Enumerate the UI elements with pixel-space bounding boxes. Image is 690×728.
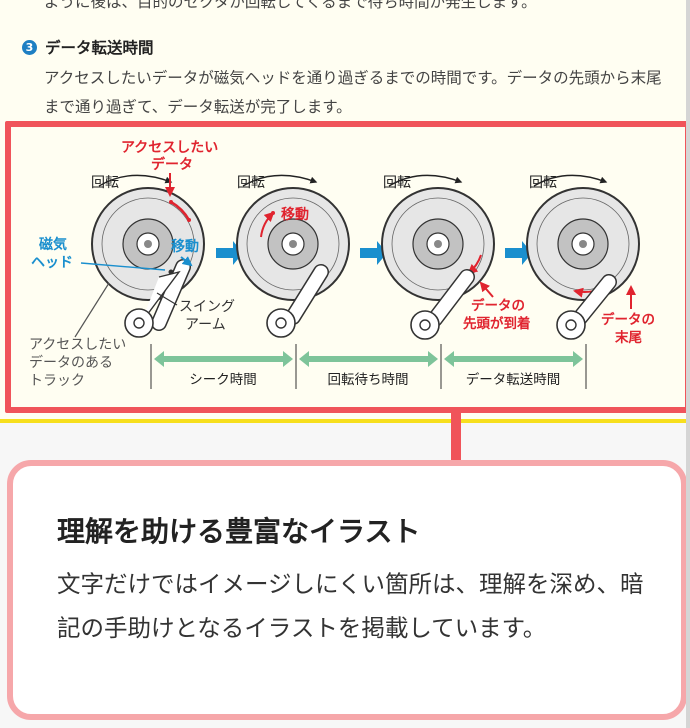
magnetic-head-label-line1: 磁気 <box>39 236 67 253</box>
swing-arm-label-line2: アーム <box>185 317 226 333</box>
section-number-badge: 3 <box>22 39 37 55</box>
move-label-2: 移動 <box>281 206 309 223</box>
data-head-label-line1: データの <box>471 297 525 314</box>
disk-3 <box>381 174 495 340</box>
disk-4 <box>526 174 640 340</box>
feature-callout: 理解を助ける豊富なイラスト 文字だけではイメージしにくい箇所は、理解を深め、暗記… <box>7 460 687 720</box>
hdd-illustration: 回転 アクセスしたい データ 移動 磁気 ヘッド スイング アーム アクセスした… <box>29 140 655 389</box>
section-title: データ転送時間 <box>45 39 154 57</box>
track-label-line3: トラック <box>29 373 85 389</box>
highlight-frame: 回転 アクセスしたい データ 移動 磁気 ヘッド スイング アーム アクセスした… <box>5 121 690 413</box>
flow-arrow-2 <box>360 241 387 265</box>
section-data-transfer: 3 データ転送時間 アクセスしたいデータが磁気ヘッドを通り過ぎるまでの時間です。… <box>22 36 682 122</box>
disk-2 <box>236 174 350 338</box>
data-head-label-line2: 先頭が到着 <box>463 315 531 332</box>
callout-connector <box>451 412 461 462</box>
rotation-label-4: 回転 <box>529 175 557 191</box>
data-tail-label-line1: データの <box>601 311 655 328</box>
access-data-label-line2: データ <box>151 156 193 173</box>
flow-arrow-3 <box>505 241 532 265</box>
section-heading: 3 データ転送時間 <box>22 36 682 58</box>
phase-timeline <box>150 344 587 389</box>
rotation-label-1: 回転 <box>91 175 119 191</box>
swing-arm-label-line1: スイング <box>179 299 235 315</box>
previous-section-text: ように後は、目的のセクタが回転してくるまで待ち時間が発生します。 <box>44 0 537 11</box>
track-label-line2: データのある <box>29 354 113 371</box>
phase-label-data-transfer: データ転送時間 <box>466 371 561 388</box>
magnetic-head-label-line2: ヘッド <box>31 255 73 271</box>
phase-label-rotational-wait: 回転待ち時間 <box>328 372 409 388</box>
section-body: アクセスしたいデータが磁気ヘッドを通り過ぎるまでの時間です。データの先頭から末尾… <box>44 69 662 116</box>
rotation-label-3: 回転 <box>383 175 411 191</box>
disk-1 <box>91 173 205 338</box>
callout-title: 理解を助ける豊富なイラスト <box>57 515 421 548</box>
phase-label-seek: シーク時間 <box>189 372 257 388</box>
right-edge-scrollbar[interactable] <box>686 0 690 728</box>
rotation-label-2: 回転 <box>237 175 265 191</box>
track-label-line1: アクセスしたい <box>29 337 126 353</box>
access-data-label-line1: アクセスしたい <box>121 140 218 156</box>
move-label-1: 移動 <box>171 238 199 255</box>
callout-body: 文字だけではイメージしにくい箇所は、理解を深め、暗記の手助けとなるイラストを掲載… <box>57 570 644 642</box>
yellow-divider <box>0 419 690 423</box>
data-tail-label-line2: 末尾 <box>615 329 643 346</box>
